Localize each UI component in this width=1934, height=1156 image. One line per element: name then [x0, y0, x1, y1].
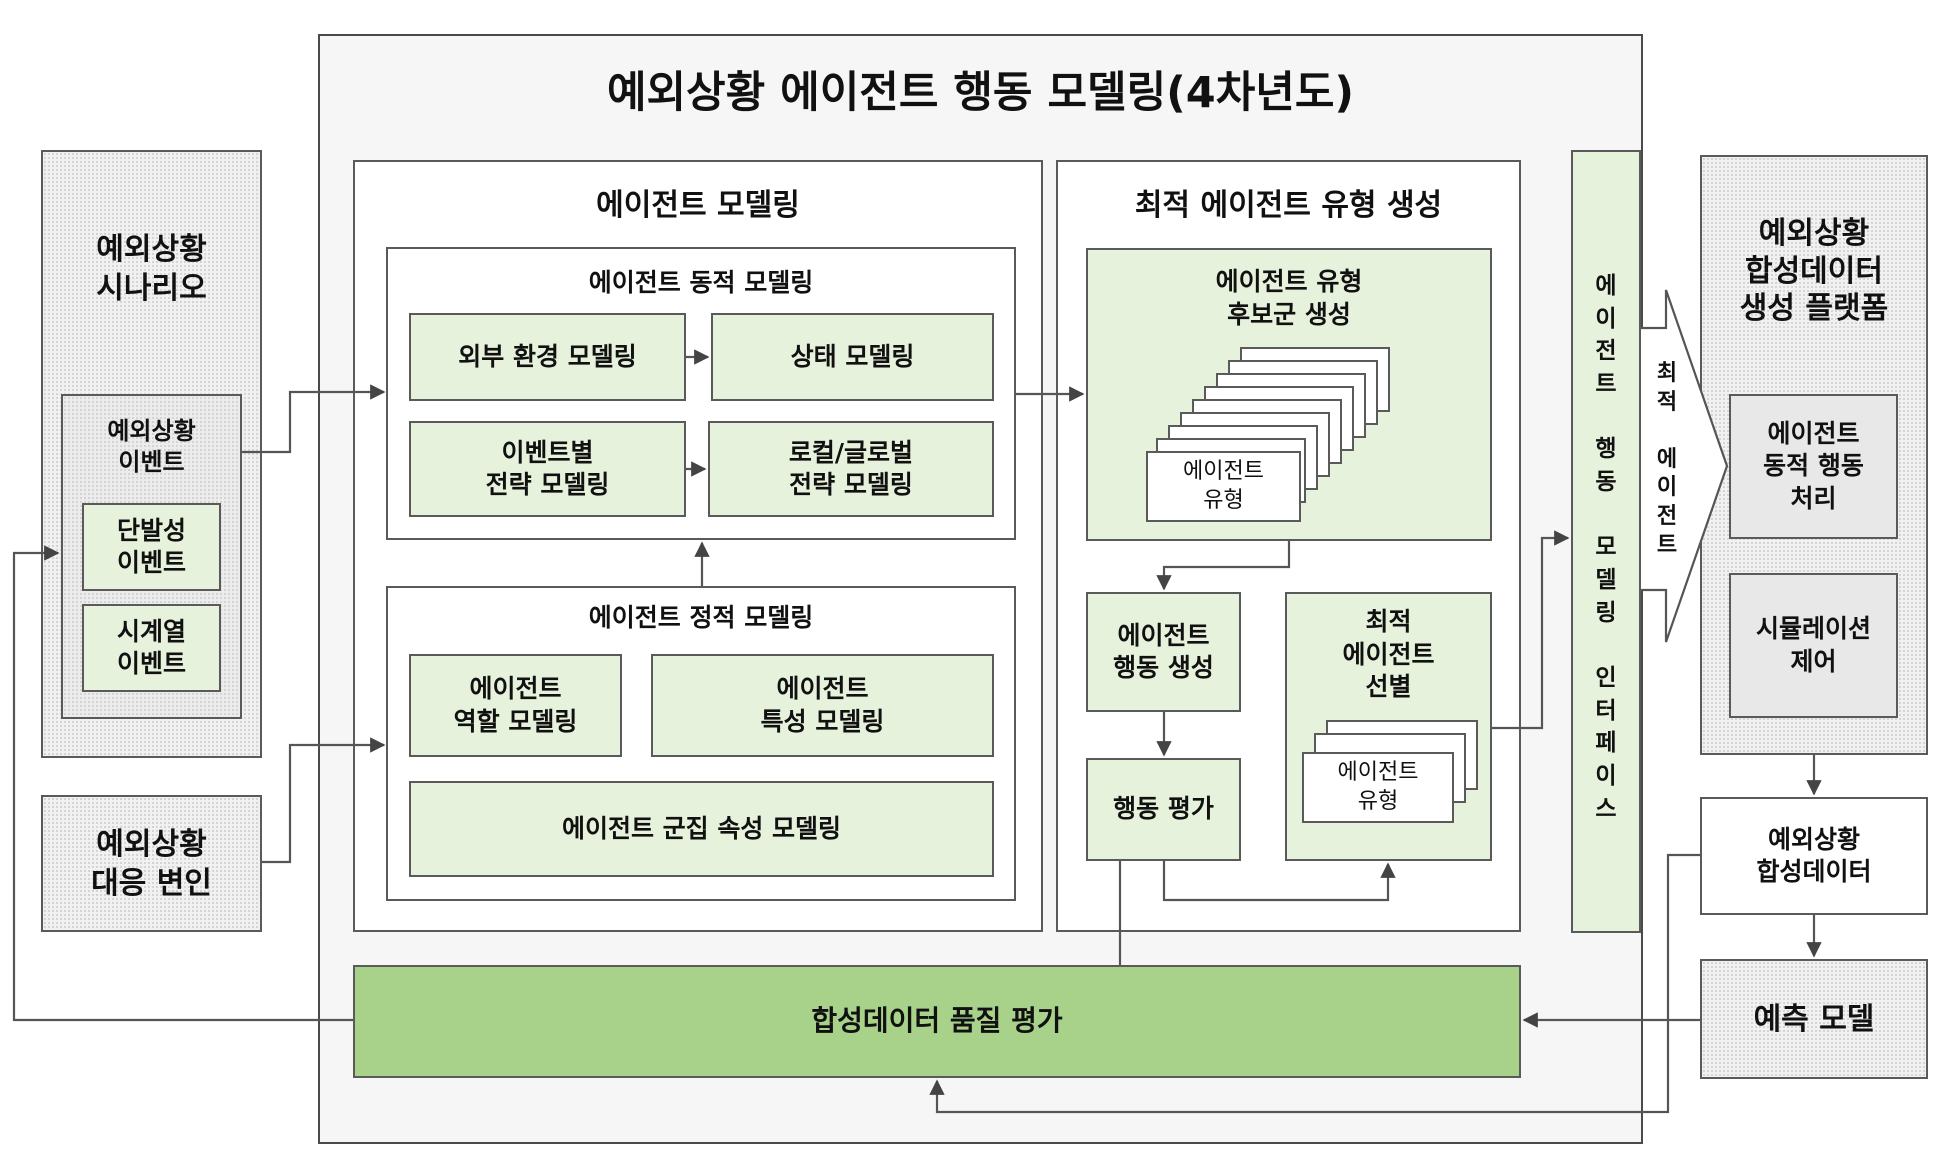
- state-modeling-box: 상태 모델링: [711, 313, 994, 401]
- external-env-box: 외부 환경 모델링: [409, 313, 686, 401]
- response-to-static-connector: [262, 737, 386, 864]
- single-event-box: 단발성 이벤트: [82, 503, 221, 591]
- platform-label: 예외상황 합성데이터 생성 플랫폼: [1739, 216, 1889, 326]
- selected-card: 에이전트 유형: [1302, 752, 1454, 823]
- simulation-control-box: 시뮬레이션 제어: [1729, 573, 1898, 718]
- event-group-label: 예외상황 이벤트: [107, 417, 196, 477]
- selection-to-interface-connector: [1492, 530, 1570, 730]
- quality-to-event-feedback-connector: [12, 545, 353, 1022]
- behavior-generation-box: 에이전트 행동 생성: [1086, 592, 1241, 712]
- scenario-label: 예외상황 시나리오: [96, 232, 207, 306]
- event-strategy-box: 이벤트별 전략 모델링: [409, 421, 686, 517]
- group-attr-modeling-box: 에이전트 군집 속성 모델링: [409, 781, 994, 877]
- optimal-selection-label: 최적 에이전트 선별: [1342, 607, 1435, 701]
- interface-label: 에 이 전 트 행 동 모 델 링 인 터 페 이 스: [1595, 273, 1617, 822]
- quality-evaluation-box: 합성데이터 품질 평가: [353, 965, 1521, 1078]
- prediction-model-box: 예측 모델: [1700, 959, 1928, 1079]
- candidate-generation-label: 에이전트 유형 후보군 생성: [1215, 267, 1363, 329]
- eval-to-selection-connector: [1162, 861, 1396, 902]
- agent-modeling-title: 에이전트 모델링: [596, 188, 800, 223]
- behavior-evaluation-box: 행동 평가: [1086, 758, 1241, 861]
- synthetic-data-box: 예외상황 합성데이터: [1700, 797, 1928, 915]
- timeseries-event-box: 시계열 이벤트: [82, 604, 221, 692]
- optimal-type-title: 최적 에이전트 유형 생성: [1134, 188, 1443, 223]
- behavior-modeling-interface: 에 이 전 트 행 동 모 델 링 인 터 페 이 스: [1571, 150, 1641, 933]
- optimal-agent-big-arrow: [1641, 289, 1729, 643]
- role-modeling-box: 에이전트 역할 모델링: [409, 654, 622, 757]
- dynamic-modeling-title: 에이전트 동적 모델링: [588, 268, 814, 297]
- candidate-card: 에이전트 유형: [1146, 451, 1301, 522]
- big-arrow-label: 최 적 에 이 전 트: [1656, 361, 1678, 558]
- main-title: 예외상황 에이전트 행동 모델링(4차년도): [606, 68, 1355, 118]
- response-variable-box: 예외상황 대응 변인: [41, 795, 262, 932]
- dynamic-processing-box: 에이전트 동적 행동 처리: [1729, 394, 1898, 539]
- local-global-strategy-box: 로컬/글로벌 전략 모델링: [708, 421, 994, 517]
- candidates-to-behavior-connector: [1156, 541, 1291, 591]
- static-modeling-title: 에이전트 정적 모델링: [588, 603, 814, 632]
- synthetic-to-quality-connector: [929, 853, 1700, 1114]
- trait-modeling-box: 에이전트 특성 모델링: [651, 654, 994, 757]
- event-to-dynamic-connector: [242, 384, 386, 454]
